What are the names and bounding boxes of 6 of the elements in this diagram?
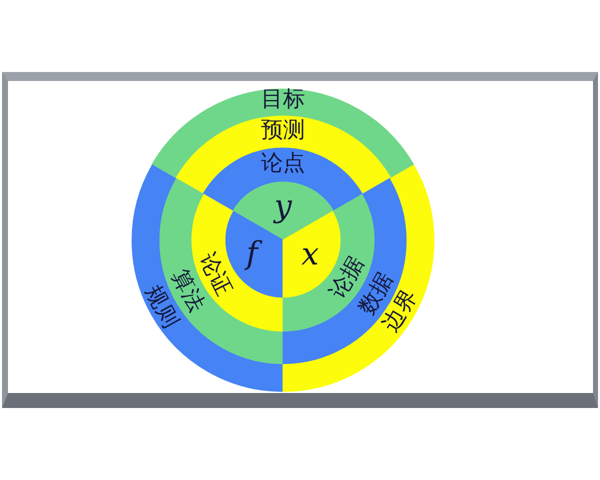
variable-label: y (272, 188, 293, 226)
segment-label: 预测 (260, 118, 305, 144)
segment-label: 目标 (260, 88, 305, 112)
segment-label: 论点 (260, 152, 305, 176)
variable-label: f (240, 234, 264, 274)
variable-label: x (300, 236, 320, 274)
